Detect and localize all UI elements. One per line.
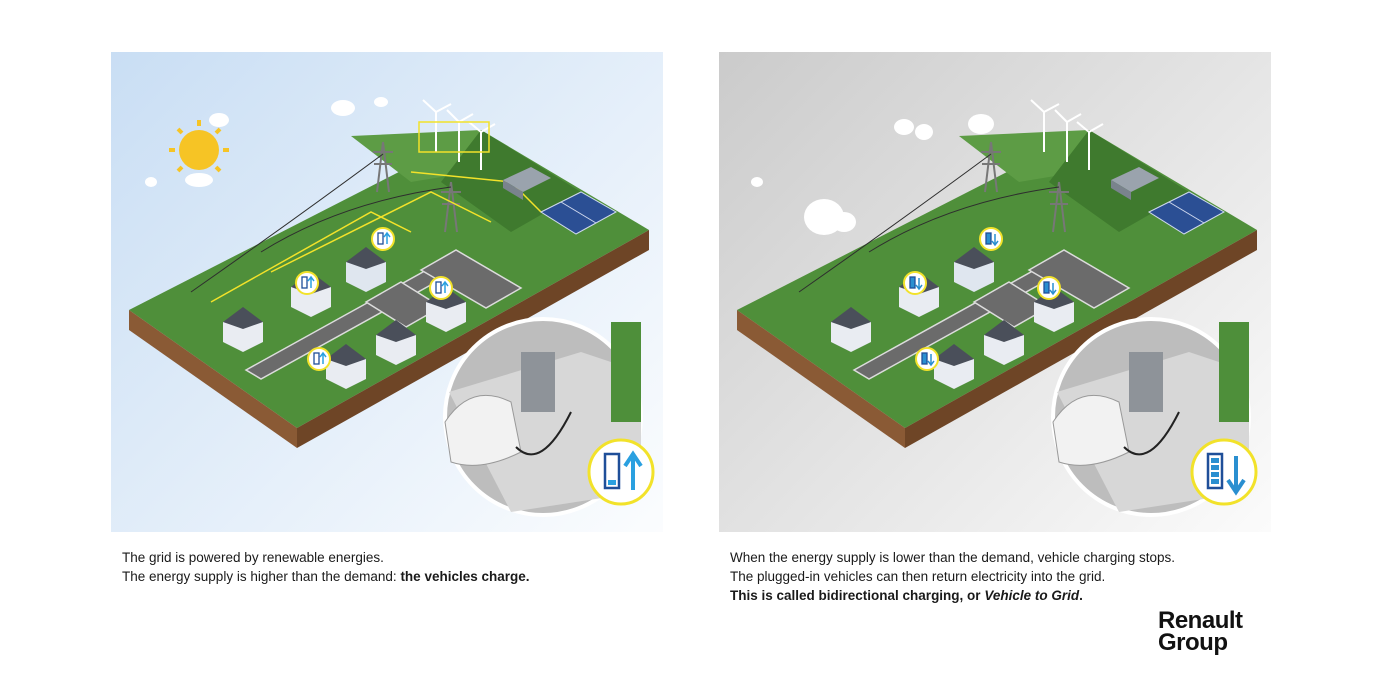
power-lines <box>798 153 1060 293</box>
clouds <box>145 97 388 187</box>
clouds <box>751 114 994 235</box>
right-caption-line1: When the energy supply is lower than the… <box>730 550 1176 565</box>
wind-turbines <box>422 99 496 170</box>
landscape <box>129 130 649 448</box>
logo-line1: Renault <box>1158 607 1243 634</box>
left-caption-line2-bold: the vehicles charge. <box>400 569 530 584</box>
roads <box>852 249 1131 380</box>
right-illustration <box>719 52 1271 532</box>
roads <box>244 249 523 380</box>
battery-down-badges <box>903 227 1061 371</box>
houses <box>223 247 466 389</box>
right-caption-line3-suffix: . <box>1079 588 1083 603</box>
sun-icon <box>169 120 229 187</box>
logo-line2: Group <box>1158 629 1228 656</box>
battery-discharging-icon <box>1190 438 1258 506</box>
right-panel: When the energy supply is lower than the… <box>719 52 1271 614</box>
battery-storage <box>1111 167 1159 200</box>
wind-turbines <box>1030 99 1104 170</box>
left-panel: The grid is powered by renewable energie… <box>111 52 663 614</box>
right-caption-line3-italic: Vehicle to Grid <box>984 588 1080 603</box>
left-caption-line2: The energy supply is higher than the dem… <box>122 569 401 584</box>
left-illustration <box>111 52 663 532</box>
power-pylons <box>373 141 461 233</box>
battery-charging-icon <box>587 438 655 506</box>
battery-up-badges <box>295 227 453 371</box>
battery-storage <box>503 167 551 200</box>
right-caption-line2: The plugged-in vehicles can then return … <box>730 569 1106 584</box>
car <box>444 394 522 466</box>
renault-group-logo: Renault Group <box>1158 607 1268 660</box>
power-pylons <box>981 141 1069 233</box>
right-caption: When the energy supply is lower than the… <box>730 548 1175 605</box>
wall-charger <box>1129 352 1163 412</box>
solar-panels <box>1147 191 1226 235</box>
turbine-zone <box>418 121 490 153</box>
right-caption-line3: This is called bidirectional charging, o… <box>730 588 985 603</box>
wall-charger <box>521 352 555 412</box>
solar-panels <box>539 191 618 235</box>
left-caption-line1: The grid is powered by renewable energie… <box>122 550 384 565</box>
landscape <box>737 130 1257 448</box>
car <box>1052 394 1130 466</box>
left-caption: The grid is powered by renewable energie… <box>122 548 530 586</box>
power-lines <box>190 153 452 293</box>
